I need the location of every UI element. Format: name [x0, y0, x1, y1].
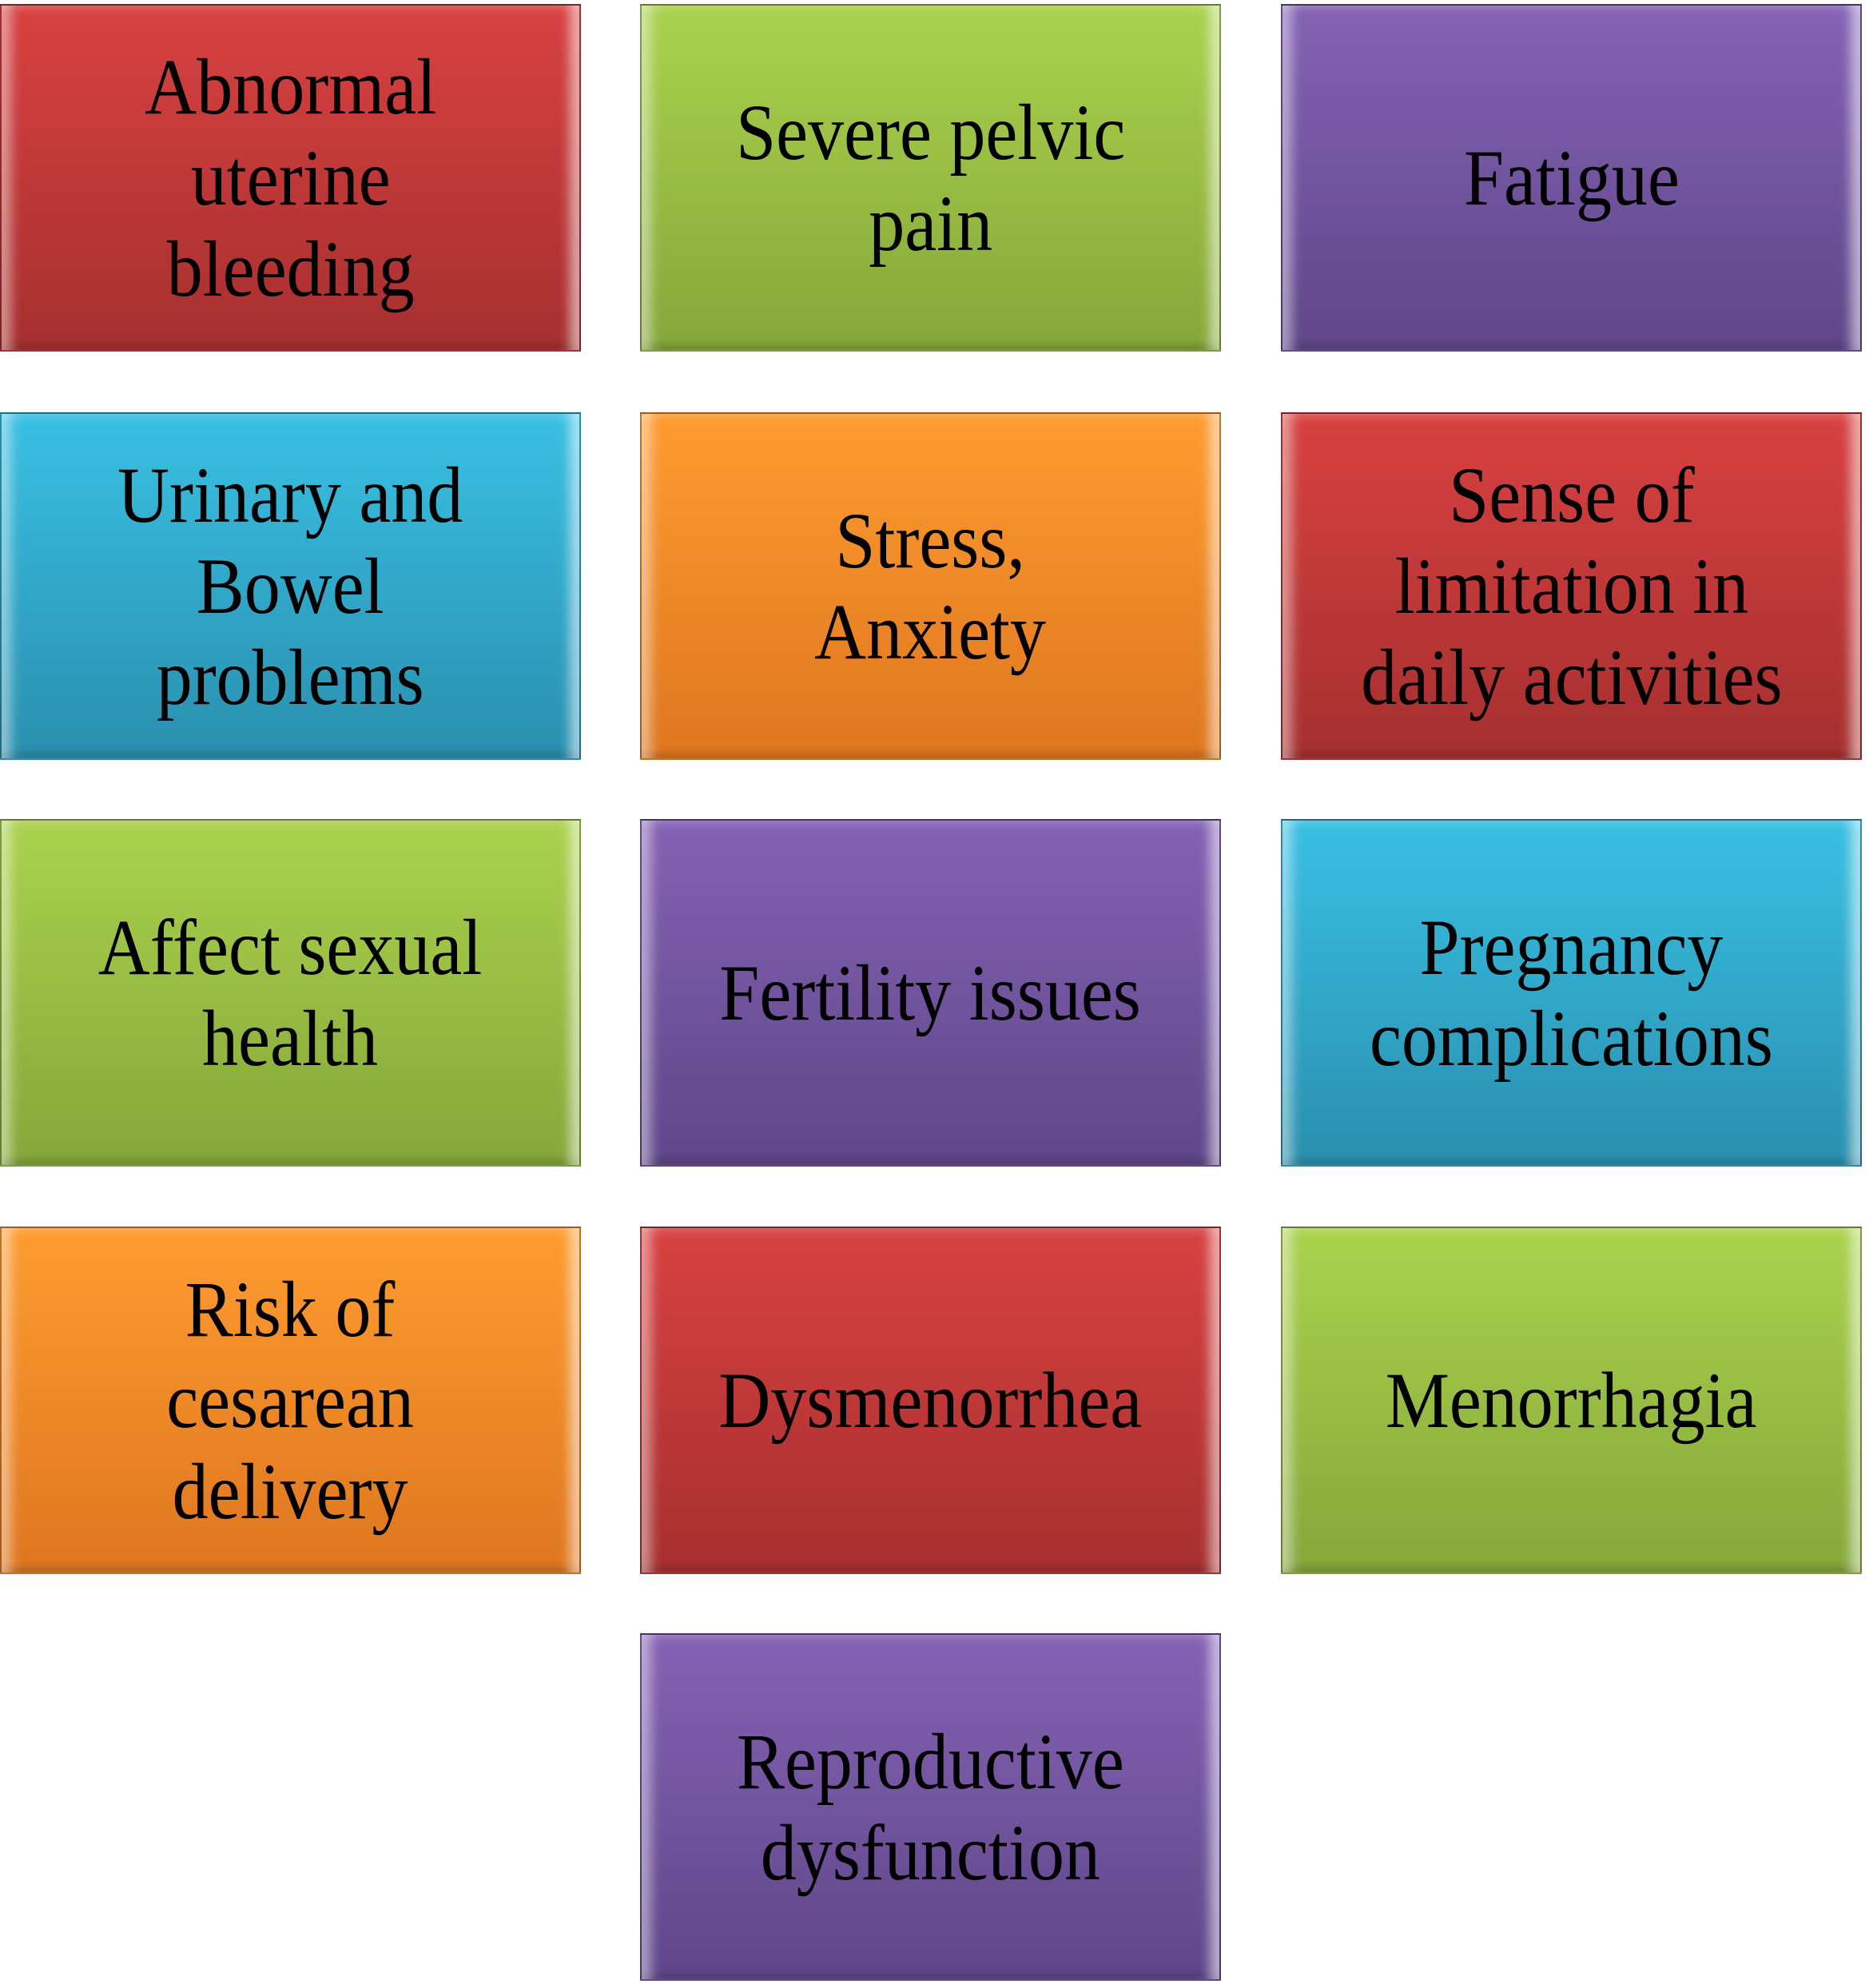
box-abnormal-uterine-bleeding: Abnormal uterine bleeding: [0, 4, 581, 352]
box-dysmenorrhea: Dysmenorrhea: [640, 1227, 1221, 1574]
box-label: Stress, Anxiety: [814, 495, 1047, 676]
box-label: Pregnancy complications: [1370, 902, 1773, 1083]
box-label: Affect sexual health: [98, 902, 483, 1083]
box-label: Reproductive dysfunction: [737, 1716, 1124, 1897]
box-label: Menorrhagia: [1386, 1355, 1757, 1445]
box-menorrhagia: Menorrhagia: [1281, 1227, 1862, 1574]
box-label: Risk of cesarean delivery: [166, 1264, 415, 1536]
box-sexual-health: Affect sexual health: [0, 819, 581, 1167]
box-label: Fatigue: [1463, 133, 1680, 222]
box-reproductive-dysfunction: Reproductive dysfunction: [640, 1633, 1221, 1981]
box-label: Sense of limitation in daily activities: [1360, 450, 1783, 722]
box-limitation-daily-activities: Sense of limitation in daily activities: [1281, 412, 1862, 760]
box-label: Fertility issues: [719, 948, 1142, 1037]
box-severe-pelvic-pain: Severe pelvic pain: [640, 4, 1221, 352]
box-urinary-bowel-problems: Urinary and Bowel problems: [0, 412, 581, 760]
box-cesarean-risk: Risk of cesarean delivery: [0, 1227, 581, 1574]
box-stress-anxiety: Stress, Anxiety: [640, 412, 1221, 760]
box-fatigue: Fatigue: [1281, 4, 1862, 352]
box-label: Severe pelvic pain: [735, 87, 1126, 268]
box-label: Urinary and Bowel problems: [117, 450, 463, 722]
box-label: Dysmenorrhea: [718, 1355, 1143, 1445]
box-label: Abnormal uterine bleeding: [145, 42, 436, 313]
box-pregnancy-complications: Pregnancy complications: [1281, 819, 1862, 1167]
box-fertility-issues: Fertility issues: [640, 819, 1221, 1167]
